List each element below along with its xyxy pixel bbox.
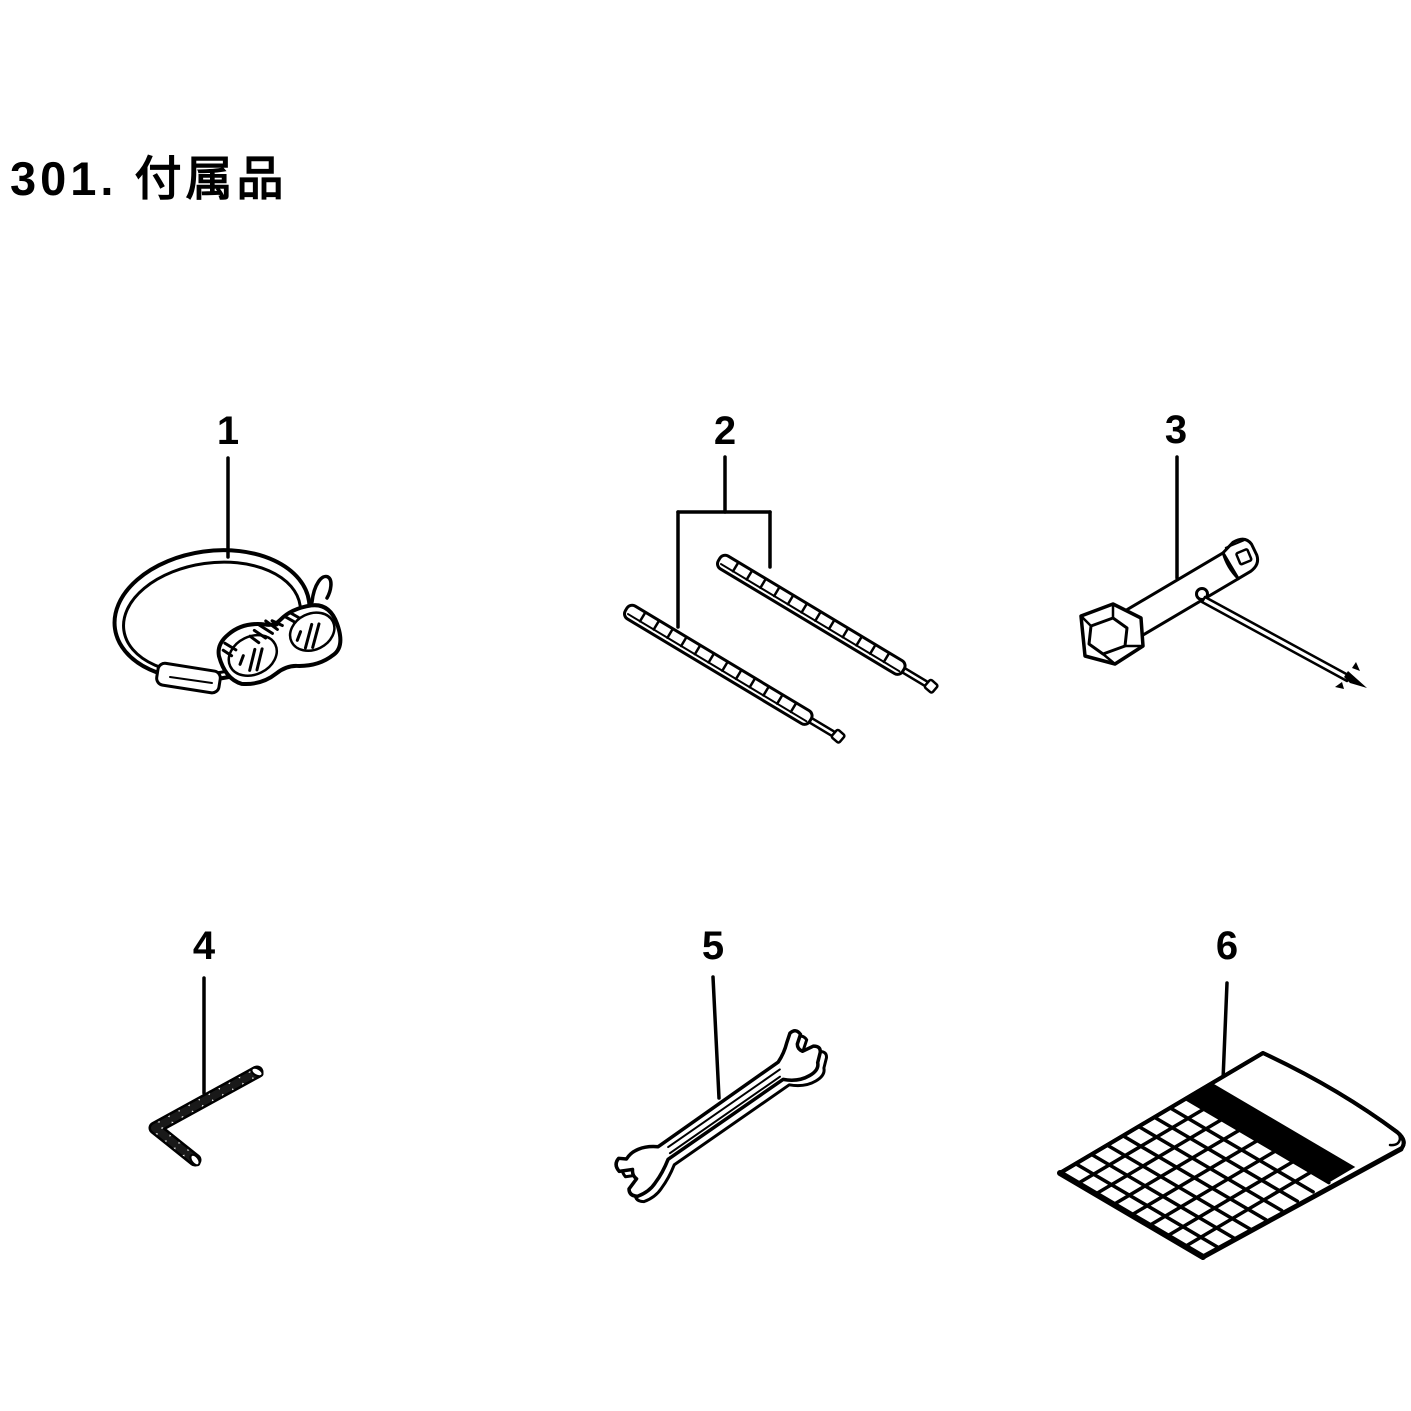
t-handle-socket-wrench-drawing (1079, 455, 1367, 689)
open-end-wrench-drawing (614, 975, 828, 1204)
part-item-4: 4 (115, 926, 315, 1195)
grid-file-sheet-drawing (1040, 945, 1411, 1285)
phillips-tip (1335, 662, 1367, 689)
part-number-label-4: 4 (192, 924, 216, 968)
part-number-label-5: 5 (701, 924, 725, 968)
blade-cover-pair-drawing (620, 455, 942, 748)
page-title: 301. 付属品 (10, 152, 288, 205)
lens-glare-marks (238, 622, 321, 672)
sheet-black-band (1185, 1083, 1356, 1183)
hex-key-drawing (148, 976, 264, 1167)
wrench-body (1111, 537, 1260, 646)
hex-socket-cup (1079, 602, 1145, 666)
part-item-2: 2 (598, 411, 970, 750)
vent-hatching (221, 611, 301, 658)
screwdriver-shaft (1200, 595, 1352, 683)
part-item-5: 5 (595, 926, 885, 1215)
part-number-label-3: 3 (1164, 408, 1188, 452)
page-curl (1388, 1130, 1402, 1147)
part-item-6: 6 (1040, 926, 1411, 1285)
strap-loop (310, 574, 333, 604)
leader-line-6 (1221, 981, 1229, 1082)
part-item-1: 1 (100, 411, 370, 761)
safety-goggles-drawing (112, 456, 343, 695)
goggles-frame (216, 603, 343, 687)
wrench-silhouette (614, 1029, 828, 1204)
part-number-label-2: 2 (713, 409, 737, 453)
sheet-grid (1060, 1083, 1355, 1257)
part-item-3: 3 (1055, 410, 1390, 720)
part-number-label-1: 1 (216, 409, 240, 453)
part-number-label-6: 6 (1215, 924, 1239, 968)
leader-bracket-2 (676, 455, 772, 629)
right-lens (288, 611, 336, 652)
strap-adjuster-tab (155, 661, 222, 695)
leader-line-5 (711, 975, 721, 1100)
hex-key-rod (148, 1065, 264, 1167)
socket-square-hole (1235, 548, 1253, 566)
